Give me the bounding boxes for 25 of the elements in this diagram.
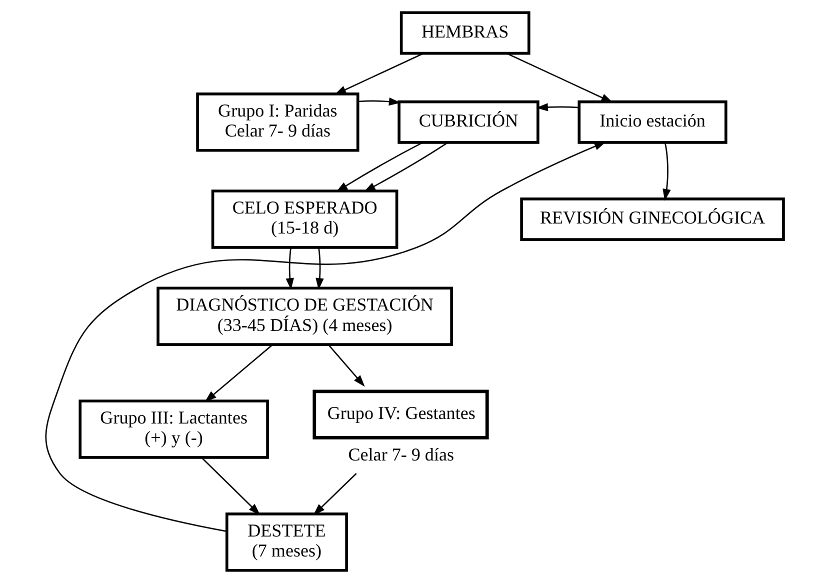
arrow (506, 52, 612, 103)
arrow (335, 142, 422, 192)
arrow (44, 142, 606, 532)
node-label: Celar 7- 9 días (348, 444, 454, 465)
node-box: Grupo III: Lactantes (+) y (-) (78, 400, 268, 459)
arrow (662, 142, 670, 201)
node-box: HEMBRAS (399, 11, 530, 55)
arrow (312, 472, 356, 516)
arrow (200, 457, 260, 516)
node-box: Grupo IV: Gestantes (312, 390, 488, 440)
arrow (363, 142, 448, 192)
node-box: REVISIÓN GINECOLÓGICA (520, 198, 784, 241)
node-box: CUBRICIÓN (397, 100, 539, 144)
arrow (358, 97, 400, 106)
arrow (285, 248, 294, 290)
node-box: CELO ESPERADO (15-18 d) (210, 190, 398, 249)
arrow (334, 52, 424, 95)
node-box: Inicio estación (577, 100, 727, 144)
node-box: DESTETE (7 meses) (224, 512, 348, 572)
node-box: Grupo I: Paridas Celar 7- 9 días (196, 92, 359, 152)
node-box: DIAGNÓSTICO DE GESTACIÓN (33-45 DÍAS) (4 meses) (156, 286, 452, 346)
arrow (315, 248, 324, 290)
arrow (204, 344, 272, 402)
arrow (328, 344, 364, 387)
arrow (536, 103, 578, 112)
